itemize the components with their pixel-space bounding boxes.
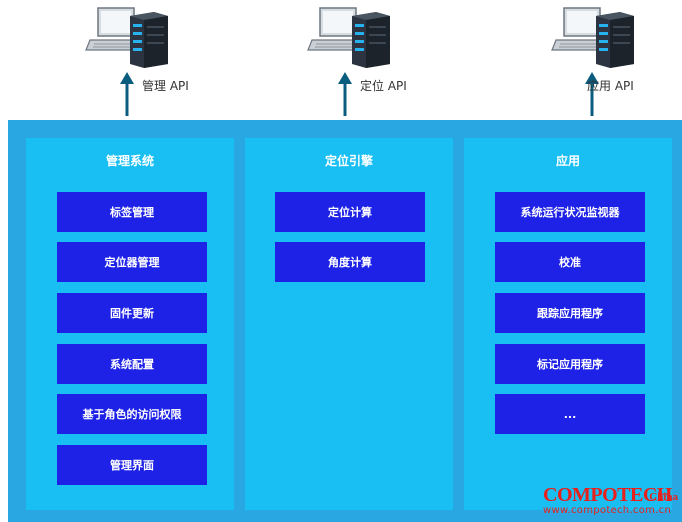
watermark: COMPOTECH China www.compotech.com.cn xyxy=(543,484,678,518)
module-box: 定位计算 xyxy=(275,192,425,232)
watermark-suffix: China xyxy=(649,491,678,503)
column-title: 应用 xyxy=(555,154,580,168)
server-icon xyxy=(130,12,168,68)
api-label: 应用 API xyxy=(587,79,634,93)
watermark-brand: COMPOTECH xyxy=(543,484,672,506)
module-box: 基于角色的访问权限 xyxy=(57,394,207,434)
api-label: 管理 API xyxy=(142,79,189,93)
watermark-url: www.compotech.com.cn xyxy=(543,505,672,516)
client-application: 应用 API xyxy=(512,0,682,118)
column-title: 管理系统 xyxy=(105,154,154,168)
column-management-system: 管理系统 标签管理 定位器管理 固件更新 系统配置 基于角色的访问权限 管理界面 xyxy=(26,138,234,510)
arrow-up-icon xyxy=(120,72,134,116)
laptop-icon xyxy=(85,7,143,51)
module-box: 标记应用程序 xyxy=(495,344,645,384)
module-box: 校准 xyxy=(495,242,645,282)
arrow-up-icon xyxy=(585,72,599,116)
module-box: 系统配置 xyxy=(57,344,207,384)
client-management: 管理 API xyxy=(46,0,246,118)
api-label: 定位 API xyxy=(360,79,407,93)
arrow-up-icon xyxy=(338,72,352,116)
column-positioning-engine: 定位引擎 定位计算 角度计算 xyxy=(245,138,453,510)
column-title: 定位引擎 xyxy=(324,154,373,168)
client-row: 管理 API xyxy=(0,0,682,118)
laptop-icon xyxy=(307,7,365,51)
server-icon xyxy=(352,12,390,68)
laptop-icon xyxy=(551,7,609,51)
module-box: 跟踪应用程序 xyxy=(495,293,645,333)
laptop-server-icon xyxy=(551,7,634,68)
laptop-server-icon xyxy=(307,7,390,68)
module-box: 管理界面 xyxy=(57,445,207,485)
module-box: 定位器管理 xyxy=(57,242,207,282)
column-application: 应用 系统运行状况监视器 校准 跟踪应用程序 标记应用程序 ... xyxy=(464,138,672,510)
module-box: 固件更新 xyxy=(57,293,207,333)
laptop-server-icon xyxy=(85,7,168,68)
module-box: ... xyxy=(495,394,645,434)
client-positioning: 定位 API xyxy=(268,0,468,118)
module-box: 标签管理 xyxy=(57,192,207,232)
module-box: 系统运行状况监视器 xyxy=(495,192,645,232)
module-box: 角度计算 xyxy=(275,242,425,282)
server-icon xyxy=(596,12,634,68)
